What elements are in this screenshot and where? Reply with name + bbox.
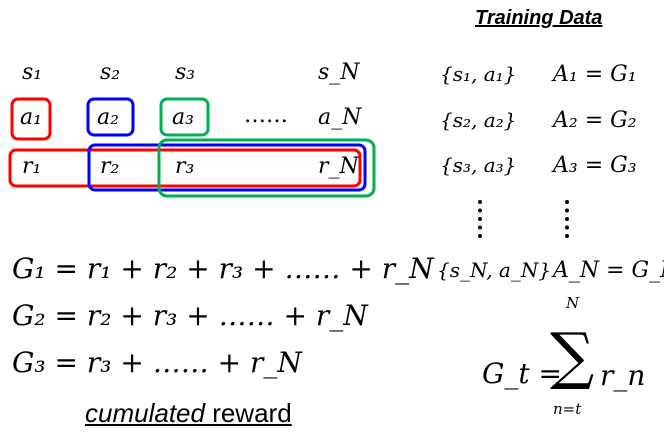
- target-3: A₃ = G₃: [553, 153, 637, 178]
- target-1: A₁ = G₁: [553, 62, 637, 87]
- action-n: a_N: [318, 105, 362, 130]
- state-3: s₃: [175, 60, 196, 85]
- reward-n: r_N: [318, 154, 359, 179]
- caption-rest: reward: [204, 398, 292, 428]
- reward-2: r₂: [100, 154, 120, 179]
- reward-1: r₁: [22, 154, 42, 179]
- action-3: a₃: [172, 105, 194, 130]
- target-2: A₂ = G₂: [553, 108, 637, 133]
- a1-box: [10, 97, 52, 141]
- pair-1: {s₁, a₁}: [440, 62, 517, 86]
- action-2: a₂: [97, 105, 119, 130]
- a2-box: [86, 97, 135, 137]
- pair-n: {s_N, a_N}: [437, 258, 552, 282]
- state-2: s₂: [100, 60, 121, 85]
- vertical-dots-pairs: [478, 200, 486, 238]
- sum-lower: n=t: [553, 400, 582, 418]
- rewards-from-1-box: [8, 148, 362, 188]
- reward-3: r₃: [175, 154, 195, 179]
- formula-lhs: G_t =: [482, 357, 562, 390]
- pair-2: {s₂, a₂}: [440, 108, 517, 132]
- sum-symbol: ∑: [550, 319, 595, 392]
- caption: cumulated reward: [85, 400, 292, 426]
- sum-term: r_n: [600, 359, 646, 392]
- equation-g2: G₂ = r₂ + r₃ + …… + r_N: [12, 299, 368, 332]
- target-n: A_N = G_N: [553, 258, 664, 283]
- action-1: a₁: [20, 105, 42, 130]
- equation-g3: G₃ = r₃ + …… + r_N: [12, 346, 302, 379]
- sum-upper: N: [566, 294, 580, 312]
- rewards-from-3-box: [157, 138, 376, 198]
- caption-italic: cumulated: [85, 398, 205, 428]
- pair-3: {s₃, a₃}: [440, 153, 517, 177]
- rewards-from-2-box: [87, 143, 367, 192]
- state-n: s_N: [318, 60, 360, 85]
- training-data-title: Training Data: [475, 7, 603, 29]
- equation-g1: G₁ = r₁ + r₂ + r₃ + …… + r_N: [12, 252, 434, 285]
- a3-box: [159, 97, 210, 137]
- ellipsis: ……: [244, 103, 288, 128]
- vertical-dots-targets: [565, 200, 573, 238]
- state-1: s₁: [22, 60, 43, 85]
